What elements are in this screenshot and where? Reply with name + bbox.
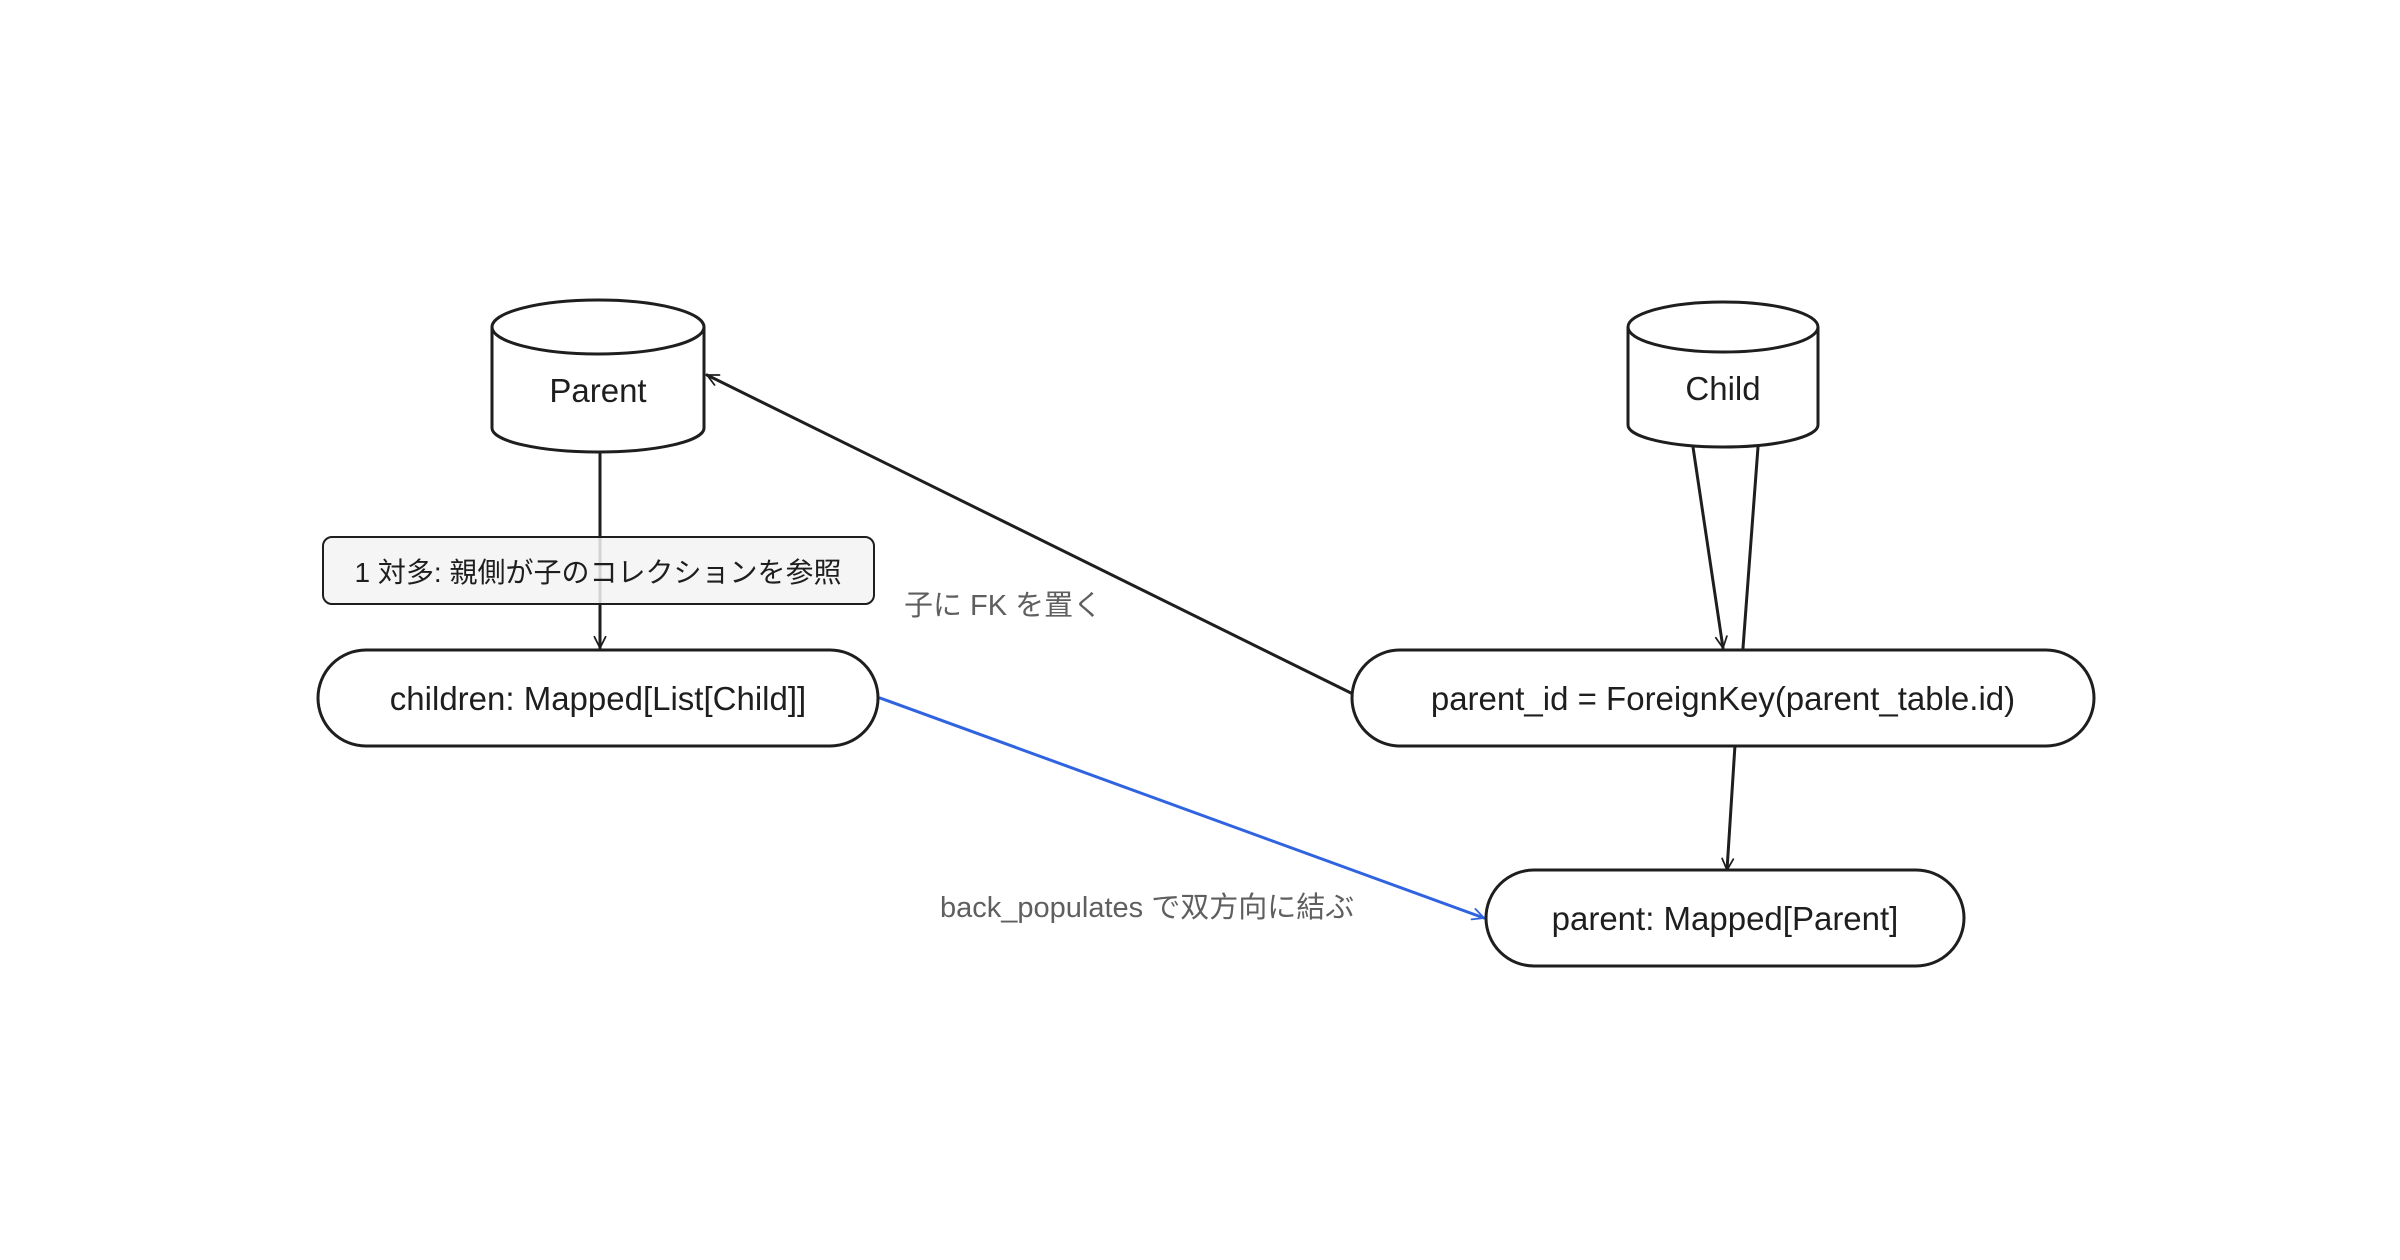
edge-child-to-parent-id: [1691, 445, 1760, 650]
edge-parent-id-to-parent: [705, 373, 1357, 697]
fk-edge-label: 子に FK を置く: [904, 590, 1102, 622]
children-attribute-node[interactable]: children: Mapped[List[Child]]: [316, 648, 880, 748]
child-table-node[interactable]: Child: [1626, 300, 1820, 449]
parent-table-label: Parent: [549, 372, 646, 409]
children-attribute-label: children: Mapped[List[Child]]: [390, 680, 806, 717]
edge-back-populates: [878, 696, 1486, 921]
parent-id-attribute-node[interactable]: parent_id = ForeignKey(parent_table.id): [1350, 648, 2096, 748]
note-box: 1 対多: 親側が子のコレクションを参照: [322, 536, 875, 605]
note-text: 1 対多: 親側が子のコレクションを参照: [355, 557, 842, 588]
parent-attribute-label: parent: Mapped[Parent]: [1552, 900, 1899, 937]
back-populates-edge-label: back_populates で双方向に結ぶ: [940, 891, 1354, 924]
parent-table-node[interactable]: Parent: [490, 298, 706, 454]
parent-attribute-node[interactable]: parent: Mapped[Parent]: [1484, 868, 1966, 968]
child-table-label: Child: [1685, 370, 1760, 407]
edge-parent-id-to-parent-attr: [1721, 743, 1737, 872]
parent-id-attribute-label: parent_id = ForeignKey(parent_table.id): [1431, 680, 2015, 717]
